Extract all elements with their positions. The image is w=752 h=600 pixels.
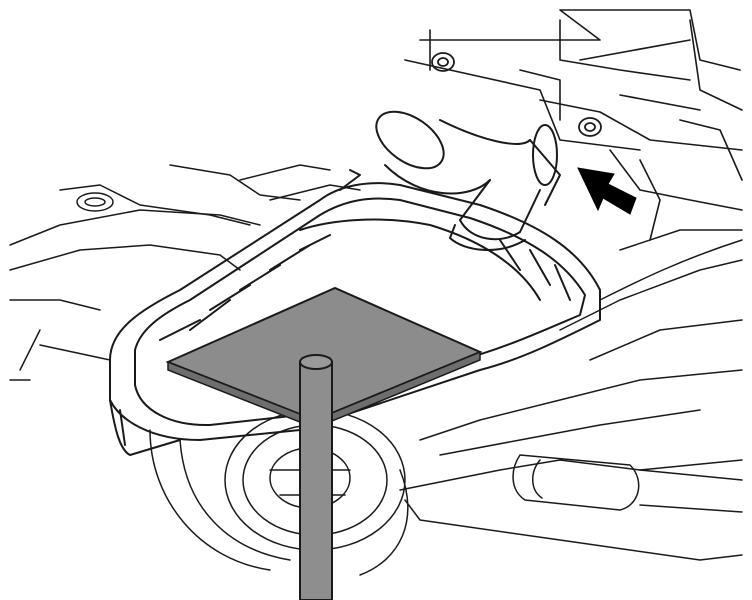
mount-bolt-right: [578, 117, 602, 137]
chassis-frame: [404, 9, 743, 241]
body-panel-left: [9, 164, 361, 381]
transmission-oil-pan: [109, 169, 601, 456]
direction-arrow: [577, 167, 637, 215]
underbody-right: [399, 229, 743, 561]
exhaust-pipe-elbow: [375, 110, 561, 251]
mount-bolt-left: [431, 52, 455, 72]
jack-post: [299, 354, 333, 600]
